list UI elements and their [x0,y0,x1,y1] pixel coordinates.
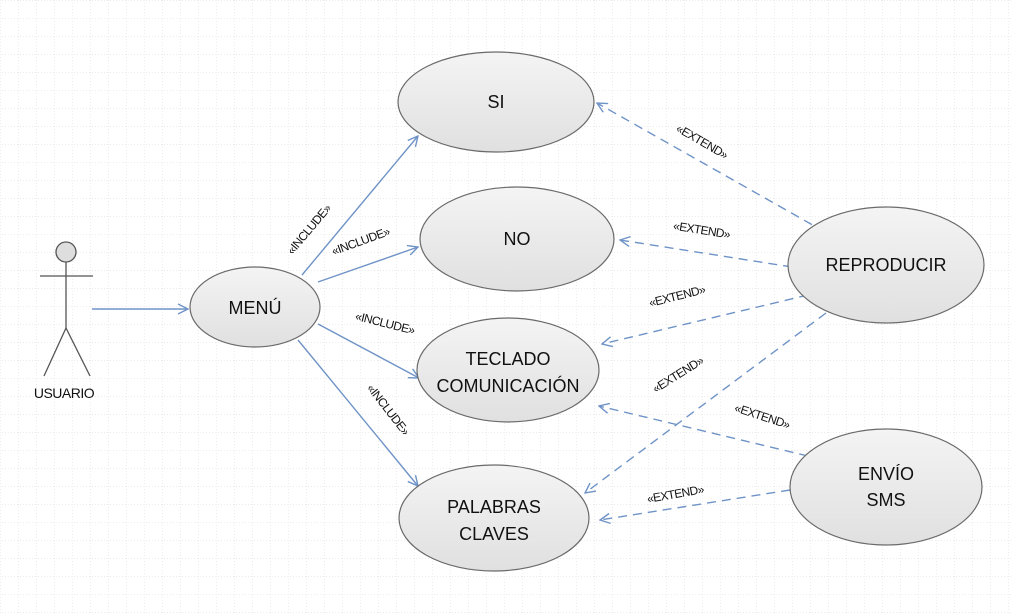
include-connectors [92,136,419,486]
use-case-label: NO [504,229,531,249]
use-case-label: MENÚ [229,297,282,318]
extend-envio-palabras[interactable] [600,489,791,520]
use-case-no[interactable] [419,186,615,292]
actor-label: USUARIO [34,385,95,401]
actor-right-leg [65,327,91,377]
use-case-label: CLAVES [459,524,529,544]
use-case-label: PALABRAS [447,497,541,517]
actor-head [55,241,77,263]
include-menu-si[interactable] [301,136,418,276]
use-cases [189,51,985,572]
actor-usuario[interactable] [40,241,93,377]
use-case-envio-sms[interactable] [789,428,983,546]
include-menu-no[interactable] [317,247,418,283]
extend-reproducir-palabras[interactable] [585,312,827,493]
actor-left-leg [43,327,67,377]
use-case-label: TECLADO [465,349,550,369]
use-case-si[interactable] [397,51,595,153]
use-case-label: REPRODUCIR [825,255,946,275]
use-case-label: COMUNICACIÓN [437,375,580,396]
use-case-label: ENVÍO [858,464,914,484]
use-case-menu[interactable] [189,266,321,348]
extend-reproducir-si[interactable] [597,103,826,233]
use-case-teclado-comunicacion[interactable] [416,317,600,423]
include-menu-palabras[interactable] [297,339,418,486]
use-case-label: SMS [866,490,905,510]
include-menu-teclado[interactable] [317,323,419,378]
extend-connectors [585,103,827,520]
extend-envio-teclado[interactable] [599,406,809,457]
extend-reproducir-teclado[interactable] [602,294,809,344]
use-case-palabras-claves[interactable] [398,464,590,572]
use-case-label: SI [487,92,504,112]
use-case-reproducir[interactable] [787,206,985,324]
